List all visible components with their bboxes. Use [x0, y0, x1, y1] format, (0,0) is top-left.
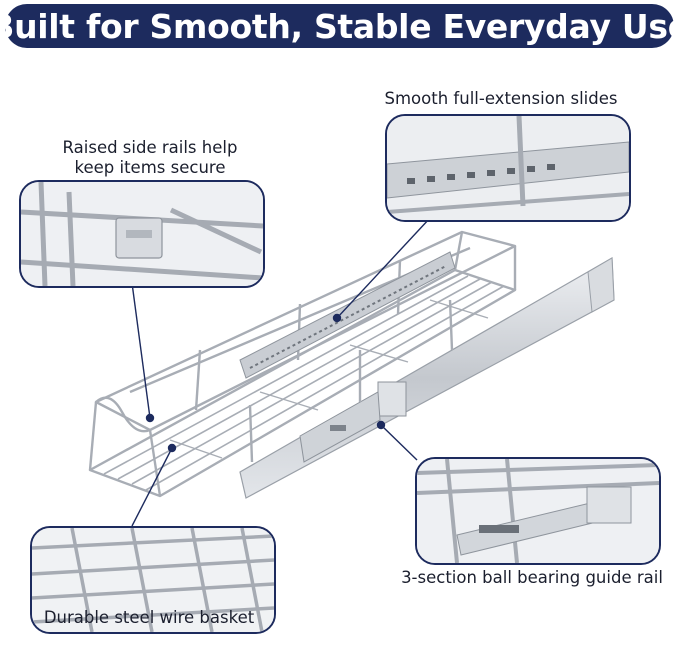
callout-wire-basket: Durable steel wire basket — [43, 608, 255, 627]
callout-full-extension-slides: Smooth full-extension slides — [384, 89, 618, 108]
zoom-inset-guide-rail — [415, 457, 661, 565]
zoom-inset-wire-basket — [30, 526, 276, 634]
callout-guide-rail: 3-section ball bearing guide rail — [401, 568, 663, 587]
callout-rails-line1: Raised side rails help — [62, 138, 238, 157]
leader-lines — [131, 217, 431, 527]
banner-title: Built for Smooth, Stable Everyday Use — [0, 6, 679, 46]
title-banner: Built for Smooth, Stable Everyday Use — [0, 4, 679, 48]
callout-rails-line2: keep items secure — [74, 158, 226, 177]
zoom-inset-side-rails — [19, 180, 265, 288]
zoom-inset-slides — [385, 114, 631, 222]
slide-rail-drawing — [239, 251, 456, 379]
callout-raised-side-rails: Raised side rails help keep items secure — [36, 138, 264, 178]
guide-rail-drawing — [239, 256, 615, 499]
